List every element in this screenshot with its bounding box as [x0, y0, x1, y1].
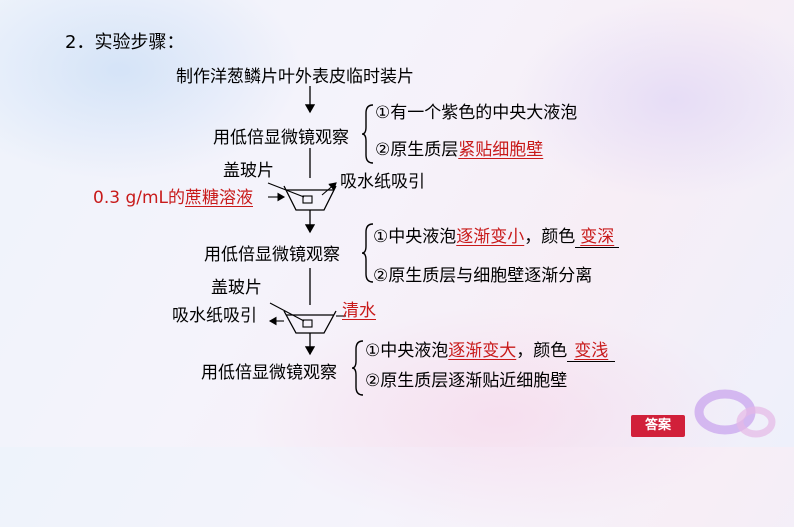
answer-close-to-wall: 紧贴细胞壁: [458, 140, 543, 160]
reagent-water: 清水: [342, 301, 376, 321]
observe-3-line2: ②原生质层逐渐贴近细胞壁: [365, 371, 567, 391]
observe-2-label: 用低倍显微镜观察: [204, 245, 340, 265]
absorb-paper-label-1: 吸水纸吸引: [340, 172, 425, 192]
observe-3-line1: ①中央液泡逐渐变大，颜色变浅: [365, 341, 615, 362]
observe-1-label: 用低倍显微镜观察: [213, 128, 349, 148]
observe-2-line2: ②原生质层与细胞壁逐渐分离: [373, 266, 592, 286]
cover-slip-label-2: 盖玻片: [211, 278, 262, 298]
answer-button[interactable]: 答案: [631, 415, 685, 437]
brace-1-icon: [361, 103, 375, 165]
answer-water: 清水: [342, 301, 376, 321]
reagent-sucrose: 0.3 g/mL的蔗糖溶液: [93, 188, 253, 208]
answer-lighter: 变浅: [574, 341, 608, 361]
absorb-paper-label-2: 吸水纸吸引: [172, 306, 257, 326]
step-prepare-slide: 制作洋葱鳞片叶外表皮临时装片: [176, 67, 414, 87]
answer-sucrose: 蔗糖溶液: [185, 188, 253, 208]
observe-1-line2: ②原生质层紧贴细胞壁: [375, 140, 543, 160]
answer-enlarge: 逐渐变大: [448, 341, 516, 361]
answer-darker: 变深: [580, 227, 614, 247]
observe-2-line1: ①中央液泡逐渐变小，颜色变深: [373, 227, 619, 248]
observe-1-line1: ①有一个紫色的中央大液泡: [375, 103, 577, 123]
section-heading: 2．实验步骤：: [65, 33, 184, 53]
observe-3-label: 用低倍显微镜观察: [201, 363, 337, 383]
brace-3-icon: [351, 339, 365, 397]
answer-shrink: 逐渐变小: [456, 227, 524, 247]
cover-slip-label-1: 盖玻片: [223, 161, 274, 181]
